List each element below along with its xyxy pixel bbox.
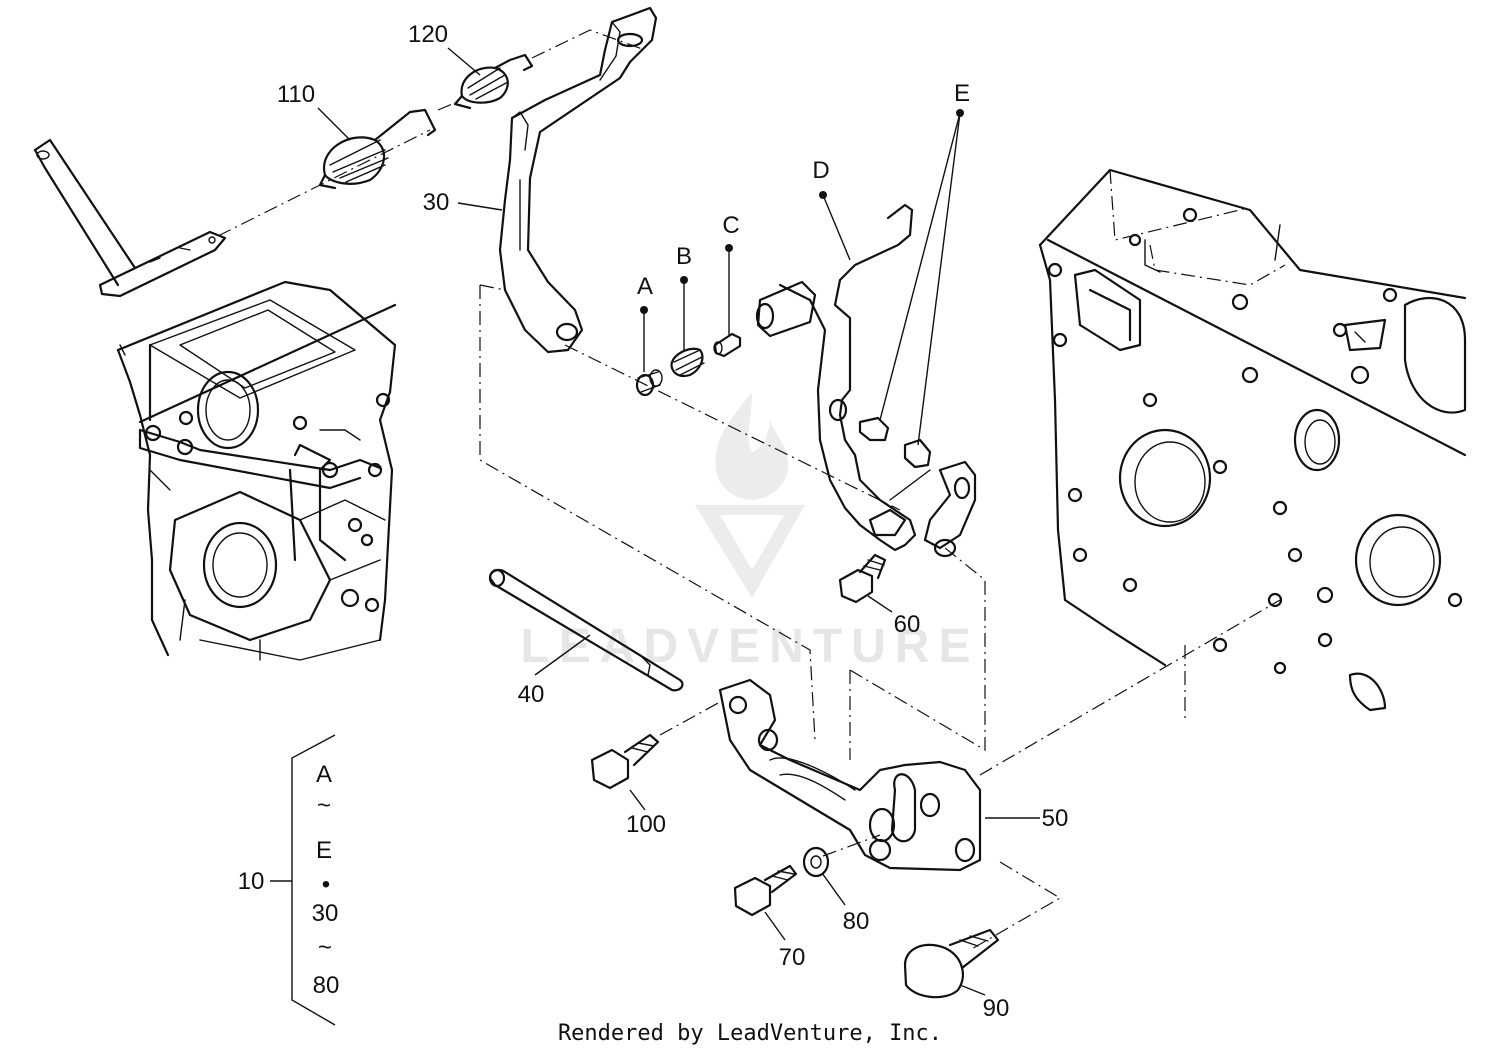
spring-110 (318, 108, 437, 190)
rendered-by-footer: Rendered by LeadVenture, Inc. (558, 1021, 942, 1046)
lever-30 (498, 6, 658, 354)
governor-shaft (33, 138, 227, 298)
callout-40: 40 (518, 681, 545, 708)
callout-110: 110 (277, 81, 315, 108)
engine-housing-left (116, 280, 397, 661)
callout-100: 100 (626, 811, 666, 838)
callout-b: B (676, 243, 692, 270)
bolt-100 (590, 733, 660, 790)
parts-a-b-c (635, 332, 742, 397)
leader-lines (317, 47, 1040, 996)
callout-70: 70 (779, 944, 806, 971)
callout-120: 120 (408, 21, 448, 48)
callout-80: 80 (843, 908, 870, 935)
bracket-50 (718, 678, 982, 872)
engine-housing-right (1038, 168, 1467, 720)
assembly-legend: 10 A ~ E • 30 ~ 80 (238, 734, 340, 1026)
legend-tilde-numbers: ~ (318, 934, 332, 961)
watermark-flame-icon (715, 392, 789, 500)
callout-10: 10 (238, 868, 265, 895)
legend-from-number: 30 (312, 900, 339, 927)
callout-50: 50 (1042, 805, 1069, 832)
watermark-v-logo-icon (695, 505, 805, 598)
callout-90: 90 (983, 995, 1010, 1022)
legend-from-letter: A (316, 761, 332, 788)
assembly-guide-lines (217, 29, 1281, 951)
legend-to-number: 80 (313, 972, 340, 999)
shaft-40 (488, 568, 684, 692)
callout-c: C (722, 212, 739, 239)
legend-bullet: • (322, 871, 330, 898)
washer-80 (802, 846, 830, 878)
callout-a: A (637, 273, 653, 300)
bolt-70 (733, 864, 798, 917)
callout-60: 60 (894, 611, 921, 638)
spring-120 (453, 53, 534, 110)
callout-30: 30 (423, 189, 450, 216)
callout-labels: 120 110 30 A B C D E 60 40 50 100 80 70 … (277, 21, 1068, 1022)
bolt-90 (903, 928, 1000, 999)
callout-d: D (812, 157, 829, 184)
lever-d (755, 203, 977, 558)
legend-tilde-letters: ~ (317, 792, 331, 819)
bolt-60 (838, 553, 887, 604)
legend-to-letter: E (316, 837, 332, 864)
callout-e: E (954, 80, 970, 107)
